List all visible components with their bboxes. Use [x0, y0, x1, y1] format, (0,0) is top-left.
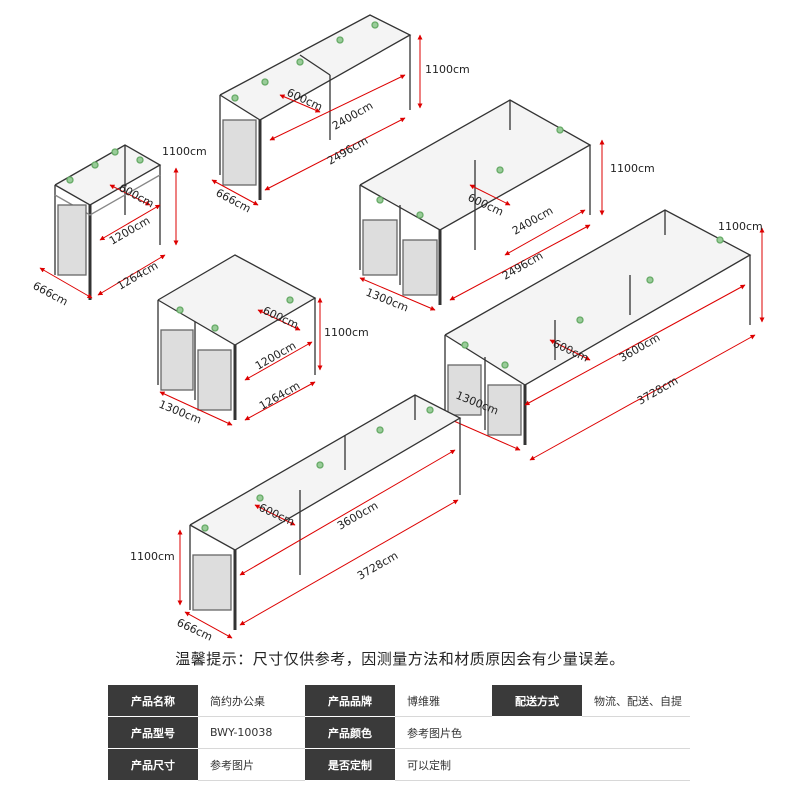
spec-value: 物流、配送、自提: [582, 685, 690, 717]
dim-overall-desk6: 3728cm: [355, 549, 400, 583]
dim-lines-desk6: [177, 449, 459, 639]
dim-height-desk3: 1100cm: [610, 162, 655, 175]
dim-height-desk6: 1100cm: [130, 550, 175, 563]
spec-empty: [492, 748, 690, 781]
dim-width-desk5: 3600cm: [617, 331, 662, 365]
spec-value: 博维雅: [395, 685, 492, 717]
dim-depth-desk1: 600cm: [117, 181, 156, 210]
spec-value: 参考图片色: [395, 716, 492, 749]
dim-lines-desk1: [39, 167, 179, 299]
spec-key: 产品颜色: [305, 716, 395, 749]
dim-overall-desk4: 1264cm: [257, 379, 302, 413]
spec-key: 是否定制: [305, 748, 395, 781]
dim-side-desk6: 666cm: [175, 616, 215, 644]
spec-key: 产品品牌: [305, 685, 395, 717]
spec-key: 产品型号: [108, 716, 198, 749]
dim-overall-desk1: 1264cm: [115, 259, 160, 293]
dim-width-desk4: 1200cm: [253, 339, 298, 373]
spec-row: 产品尺寸 参考图片 是否定制 可以定制: [108, 748, 690, 781]
product-spec-table: 产品名称 简约办公桌 产品品牌 博维雅 配送方式 物流、配送、自提 产品型号 B…: [108, 685, 690, 781]
spec-row: 产品名称 简约办公桌 产品品牌 博维雅 配送方式 物流、配送、自提: [108, 685, 690, 717]
desk-double-row-top: [219, 14, 412, 200]
spec-value: BWY-10038: [198, 716, 305, 749]
dim-lines-desk4: [159, 297, 323, 426]
spec-key: 配送方式: [492, 685, 582, 717]
spec-key: 产品尺寸: [108, 748, 198, 781]
dim-lines-desk5: [446, 227, 765, 461]
dim-overall-desk2: 2496cm: [325, 134, 370, 168]
dim-height-desk2: 1100cm: [425, 63, 470, 76]
spec-row: 产品型号 BWY-10038 产品颜色 参考图片色: [108, 716, 690, 749]
measurement-notice: 温馨提示：尺寸仅供参考，因测量方法和材质原因会有少量误差。: [175, 650, 625, 668]
dim-width-desk2: 2400cm: [330, 99, 375, 133]
spec-empty: [492, 716, 690, 749]
dim-width-desk3: 2400cm: [510, 204, 555, 238]
dim-width-desk1: 1200cm: [107, 214, 152, 248]
spec-value: 简约办公桌: [198, 685, 305, 717]
dim-lines-desk3: [359, 139, 605, 311]
desk-configurations-illustration: 1100cm 600cm 1200cm 1264cm 666cm 1100cm …: [31, 14, 765, 644]
dim-side-desk4: 1300cm: [157, 398, 203, 427]
dim-height-desk1: 1100cm: [162, 145, 207, 158]
dim-side-desk1: 666cm: [31, 279, 70, 308]
dim-lines-desk2: [211, 34, 423, 206]
spec-key: 产品名称: [108, 685, 198, 717]
dim-height-desk4: 1100cm: [324, 326, 369, 339]
desk-two-seat-middle: [157, 254, 317, 420]
desk-triple-row-bottom: [189, 394, 462, 630]
dim-height-desk5: 1100cm: [718, 220, 763, 233]
dim-side-desk2: 666cm: [214, 186, 253, 215]
spec-value: 参考图片: [198, 748, 305, 781]
dim-overall-desk5: 3728cm: [635, 374, 680, 408]
spec-value: 可以定制: [395, 748, 492, 781]
